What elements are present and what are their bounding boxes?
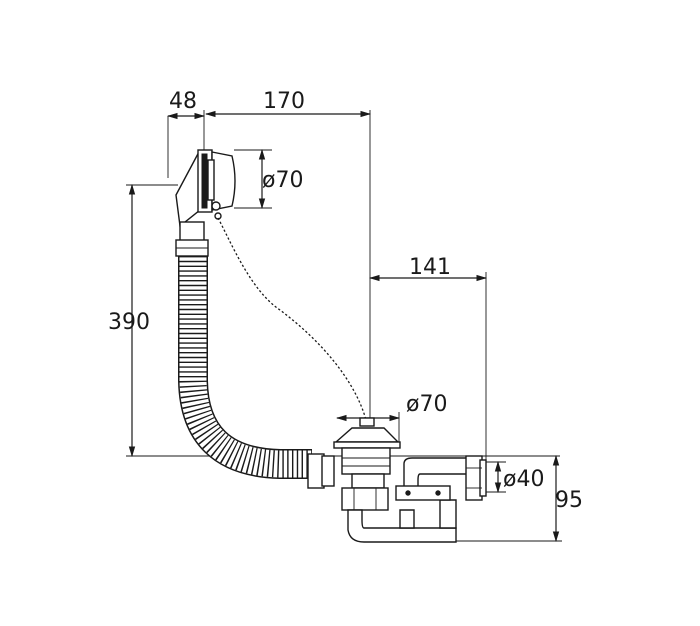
dim-overflow-diameter: ø70 [262,168,303,193]
trap-assembly [347,455,487,543]
dim-overflow-to-drain: 170 [263,89,305,114]
overflow-head [175,149,236,228]
flexible-hose [175,221,335,489]
dim-drain-to-outlet: 141 [409,255,451,280]
dim-outlet-diameter: ø40 [503,467,544,492]
plug-chain [217,217,367,421]
dim-trap-depth: 95 [555,488,583,513]
dim-drain-diameter: ø70 [406,392,447,417]
dim-overflow-depth: 48 [169,89,197,114]
dimension-lines [126,110,562,543]
dim-height: 390 [108,310,150,335]
drain-assembly [333,417,401,511]
